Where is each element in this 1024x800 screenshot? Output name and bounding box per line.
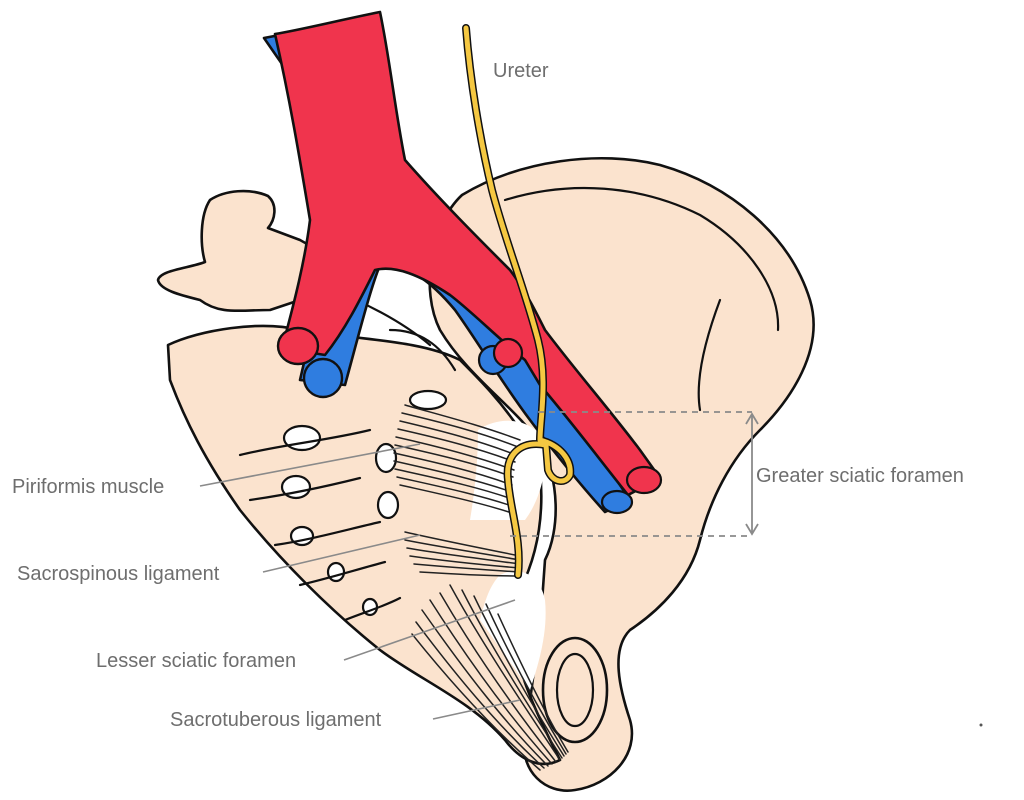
label-ureter: Ureter (493, 60, 549, 82)
vein-end-left (304, 359, 342, 397)
stray-dot (980, 724, 983, 727)
label-lesser-sciatic-foramen: Lesser sciatic foramen (96, 650, 296, 672)
artery-end-mid (494, 339, 522, 367)
sacral-foramen-5 (378, 492, 398, 518)
label-sacrospinous-ligament: Sacrospinous ligament (17, 563, 220, 585)
artery-end-right (627, 467, 661, 493)
label-piriformis-muscle: Piriformis muscle (12, 476, 164, 498)
sacral-foramen-2 (284, 426, 320, 450)
artery-end-left (278, 328, 318, 364)
label-greater-sciatic-foramen: Greater sciatic foramen (756, 465, 964, 487)
sacral-foramen-3 (376, 444, 396, 472)
obturator-hole (557, 654, 593, 726)
label-sacrotuberous-ligament: Sacrotuberous ligament (170, 709, 382, 731)
vein-end-right (602, 491, 632, 513)
sacral-foramen-1 (410, 391, 446, 409)
